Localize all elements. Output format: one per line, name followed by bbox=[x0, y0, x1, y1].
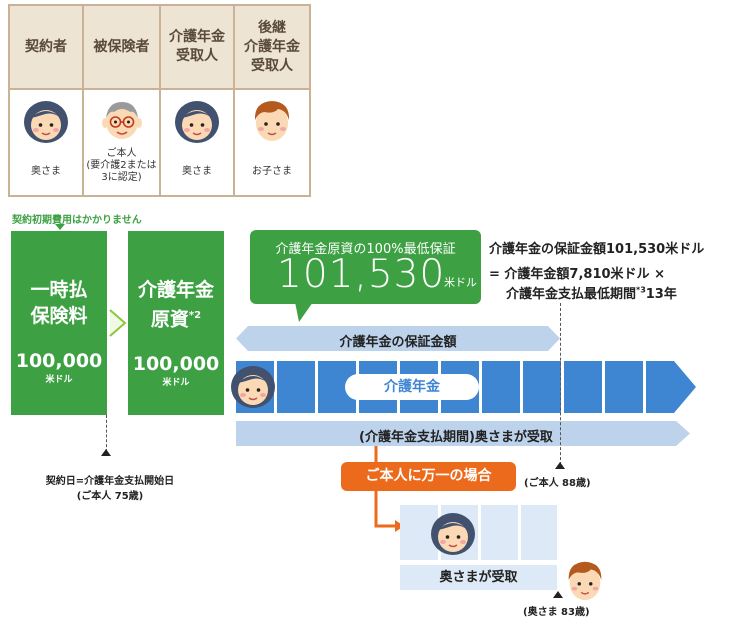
wife-face-icon bbox=[175, 101, 219, 143]
pension-pill: 介護年金 bbox=[345, 374, 479, 400]
contract-date-dashed-line bbox=[106, 415, 107, 452]
lump-sum-unit: 米ドル bbox=[45, 375, 73, 385]
role-header-insured: 被保険者 bbox=[84, 6, 159, 88]
role-person-contractor: 奥さま bbox=[31, 166, 61, 177]
husband-face-icon bbox=[102, 102, 142, 139]
wife-face-icon bbox=[431, 513, 475, 555]
role-person-pension-recipient: 奥さま bbox=[182, 166, 212, 177]
chevron-right-icon bbox=[109, 309, 127, 337]
child-face-icon bbox=[254, 101, 290, 141]
principal-label-text: 介護年金 原資 bbox=[137, 279, 214, 331]
formula-line2: = 介護年金額7,810米ドル × bbox=[489, 267, 665, 282]
principal-amount: 100,000 bbox=[132, 353, 220, 376]
role-person-successor: お子さま bbox=[252, 166, 292, 177]
roles-table: 契約者 奥さま 被保険者 ご本人 (要介護2または 3に認定) 介護年金 受取人 bbox=[8, 4, 311, 197]
callout-title: 介護年金原資の100%最低保証 bbox=[275, 242, 456, 257]
role-header-successor: 後継 介護年金 受取人 bbox=[235, 6, 309, 88]
wife-face-icon bbox=[24, 101, 68, 143]
role-cell-pension-recipient: 奥さま bbox=[161, 90, 233, 195]
successor-period-block bbox=[400, 505, 557, 560]
age-88-marker-icon bbox=[555, 462, 565, 469]
callout-amount: 101,530 bbox=[277, 252, 446, 297]
pension-principal-box: 介護年金 原資*2 100,000 米ドル bbox=[128, 231, 224, 415]
formula-footnote: *3 bbox=[636, 285, 646, 295]
formula-line1: 介護年金の保証金額101,530米ドル bbox=[489, 242, 705, 257]
wife-receives-label: 奥さまが受取 bbox=[400, 565, 557, 590]
guarantee-amount-bar bbox=[236, 326, 560, 351]
callout-unit: 米ドル bbox=[444, 276, 477, 289]
formula-line3-post: 13年 bbox=[645, 287, 677, 302]
wife-face-icon bbox=[231, 366, 275, 408]
payment-period-bar bbox=[236, 421, 690, 446]
lump-sum-premium-box: 一時払 保険料 100,000 米ドル bbox=[11, 231, 107, 415]
principal-label: 介護年金 原資*2 bbox=[128, 277, 224, 332]
note-arrow-icon bbox=[55, 224, 65, 230]
role-cell-successor: お子さま bbox=[235, 90, 309, 195]
principal-footnote: *2 bbox=[188, 310, 202, 321]
formula-line3-pre: 介護年金支払最低期間 bbox=[506, 287, 637, 302]
formula-line3: 介護年金支払最低期間*313年 bbox=[506, 283, 677, 302]
guarantee-bar-label: 介護年金の保証金額 bbox=[339, 335, 457, 350]
age-83-marker-icon bbox=[553, 591, 563, 598]
age-88-dashed-line bbox=[560, 303, 561, 465]
payment-period-label: (介護年金支払期間)奥さまが受取 bbox=[359, 430, 553, 445]
callout-tail bbox=[295, 302, 313, 322]
contract-date-marker-icon bbox=[101, 449, 111, 456]
child-face-icon bbox=[568, 561, 602, 601]
contract-date-line2: (ご本人 75歳) bbox=[76, 491, 144, 502]
lump-sum-label: 一時払 保険料 bbox=[30, 279, 88, 327]
guarantee-callout: 介護年金原資の100%最低保証 101,530 米ドル bbox=[250, 230, 481, 304]
contract-date-line1: 契約日=介護年金支払開始日 bbox=[45, 476, 175, 487]
lump-sum-amount: 100,000 bbox=[15, 350, 103, 372]
emergency-badge: ご本人に万一の場合 bbox=[341, 462, 516, 491]
age-insured-88: (ご本人 88歳) bbox=[524, 478, 591, 489]
role-cell-contractor: 奥さま bbox=[10, 90, 82, 195]
role-header-contractor: 契約者 bbox=[10, 6, 82, 88]
role-person-insured: ご本人 (要介護2または 3に認定) bbox=[86, 148, 157, 183]
no-initial-cost-note: 契約初期費用はかかりません bbox=[12, 215, 142, 226]
age-wife-83: (奥さま 83歳) bbox=[523, 607, 590, 618]
role-cell-insured: ご本人 (要介護2または 3に認定) bbox=[84, 90, 159, 195]
principal-unit: 米ドル bbox=[162, 378, 190, 389]
role-header-pension-recipient: 介護年金 受取人 bbox=[161, 6, 233, 88]
